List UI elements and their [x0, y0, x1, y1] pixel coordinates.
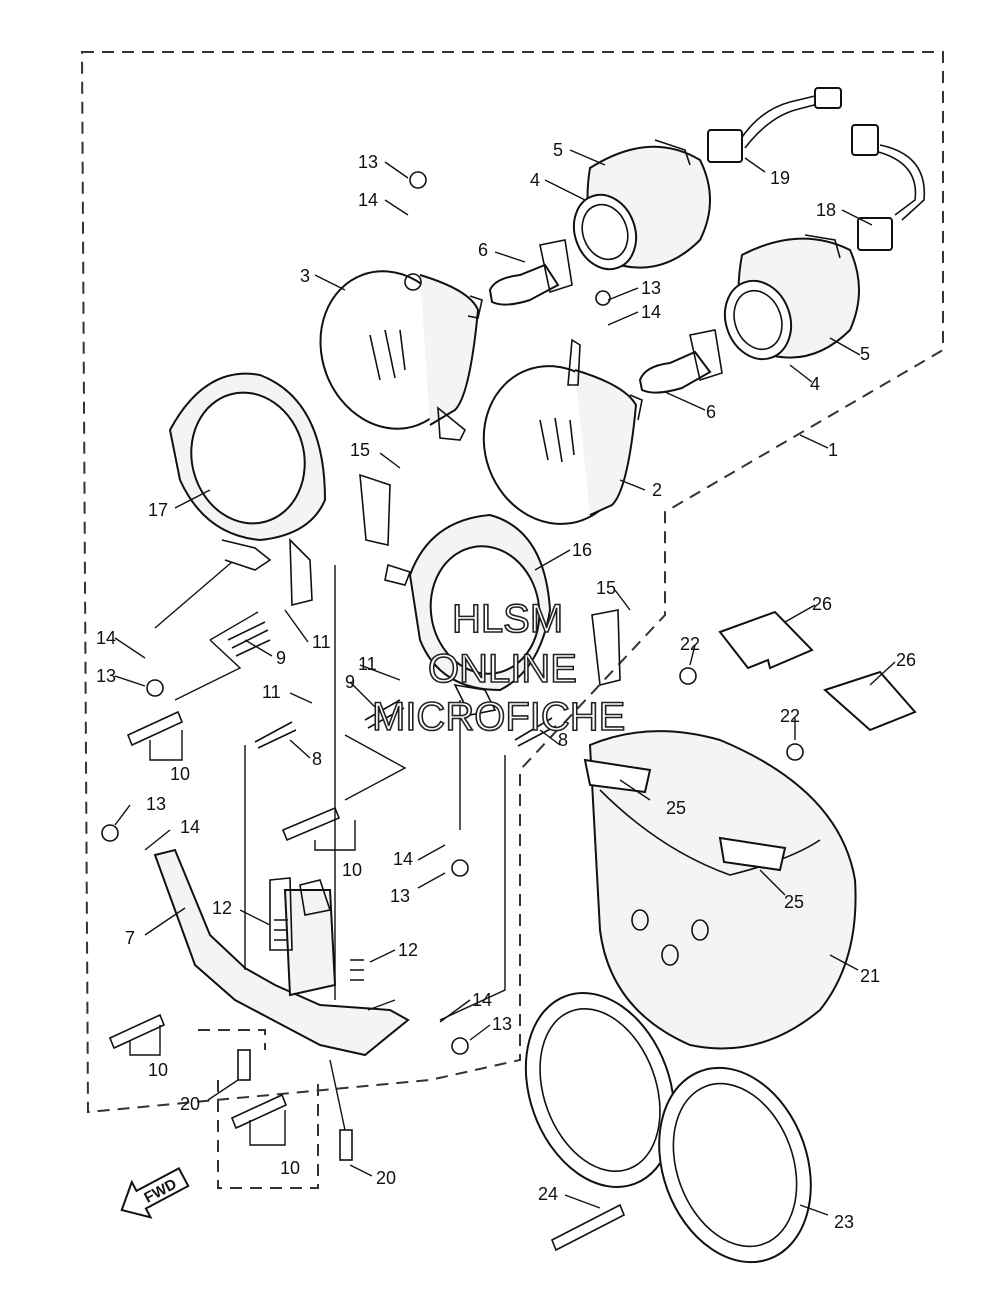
- headlight-rim: [524, 992, 812, 1264]
- callout-17: 17: [148, 500, 168, 520]
- plates: [718, 610, 917, 732]
- callout-22: 22: [680, 634, 700, 654]
- callout-10: 10: [280, 1158, 300, 1178]
- callout-5: 5: [860, 344, 870, 364]
- bulb-lower: [638, 329, 723, 394]
- callout-14: 14: [358, 190, 378, 210]
- callout-14: 14: [180, 817, 200, 837]
- callout-8: 8: [558, 730, 568, 750]
- wire-harness-19: [707, 87, 842, 163]
- sub-boundary-20: [198, 1029, 319, 1189]
- callout-20: 20: [180, 1094, 200, 1114]
- callout-13: 13: [96, 666, 116, 686]
- headlight-bracket-17: [168, 372, 391, 607]
- callout-10: 10: [342, 860, 362, 880]
- callout-9: 9: [345, 672, 355, 692]
- callout-19: 19: [770, 168, 790, 188]
- adjuster-springs: [227, 621, 557, 981]
- callout-4: 4: [810, 374, 820, 394]
- assembly-boundary: [80, 51, 944, 1114]
- bulb-upper: [488, 239, 573, 306]
- headlight-cover: [583, 667, 857, 1050]
- callout-10: 10: [170, 764, 190, 784]
- callout-15: 15: [350, 440, 370, 460]
- headlight-unit-upper: [319, 270, 483, 441]
- mounting-bracket: [153, 848, 410, 1057]
- callout-13: 13: [641, 278, 661, 298]
- callout-11: 11: [312, 632, 331, 652]
- watermark-line1: HLSM: [452, 597, 563, 641]
- callout-2: 2: [652, 480, 662, 500]
- callout-10: 10: [148, 1060, 168, 1080]
- callout-11: 11: [262, 682, 281, 702]
- callout-24: 24: [538, 1184, 558, 1204]
- callout-26: 26: [896, 650, 916, 670]
- callout-25: 25: [784, 892, 804, 912]
- callout-7: 7: [125, 928, 135, 948]
- callout-6: 6: [706, 402, 716, 422]
- leader-lines: [114, 149, 896, 1216]
- callout-25: 25: [666, 798, 686, 818]
- forward-arrow-icon: FWD: [120, 1166, 190, 1219]
- callout-21: 21: [860, 966, 880, 986]
- callout-15: 15: [596, 578, 616, 598]
- callout-26: 26: [812, 594, 832, 614]
- callout-1: 1: [828, 440, 838, 460]
- callout-13: 13: [492, 1014, 512, 1034]
- bulb-socket-upper: [572, 139, 711, 271]
- callout-9: 9: [276, 648, 286, 668]
- callout-13: 13: [358, 152, 378, 172]
- callout-12: 12: [212, 898, 232, 918]
- callout-6: 6: [478, 240, 488, 260]
- callout-14: 14: [641, 302, 661, 322]
- callout-13: 13: [390, 886, 410, 906]
- headlight-unit-lower: [482, 338, 643, 525]
- callout-4: 4: [530, 170, 540, 190]
- fasteners: [101, 171, 626, 1252]
- callout-3: 3: [300, 266, 310, 286]
- wire-harness-18: [851, 124, 926, 251]
- callout-22: 22: [780, 706, 800, 726]
- callout-8: 8: [312, 749, 322, 769]
- watermark-line2: ONLINE: [428, 647, 577, 691]
- watermark: HLSM ONLINE MICROFICHE: [371, 596, 626, 740]
- callout-13: 13: [146, 794, 166, 814]
- callout-labels: 1 2 3 4 4 5 5 6 6 7 8 8 9 9 10 10 10 10 …: [96, 140, 916, 1232]
- watermark-line3: MICROFICHE: [372, 695, 625, 739]
- callout-11: 11: [358, 654, 377, 674]
- bulb-socket-lower: [723, 234, 860, 361]
- headlight-bracket-16: [384, 513, 621, 716]
- callout-20: 20: [376, 1168, 396, 1188]
- callout-18: 18: [816, 200, 836, 220]
- callout-14: 14: [96, 628, 116, 648]
- callout-14: 14: [393, 849, 413, 869]
- callout-5: 5: [553, 140, 563, 160]
- callout-16: 16: [572, 540, 592, 560]
- callout-14: 14: [472, 990, 492, 1010]
- callout-12: 12: [398, 940, 418, 960]
- callout-23: 23: [834, 1212, 854, 1232]
